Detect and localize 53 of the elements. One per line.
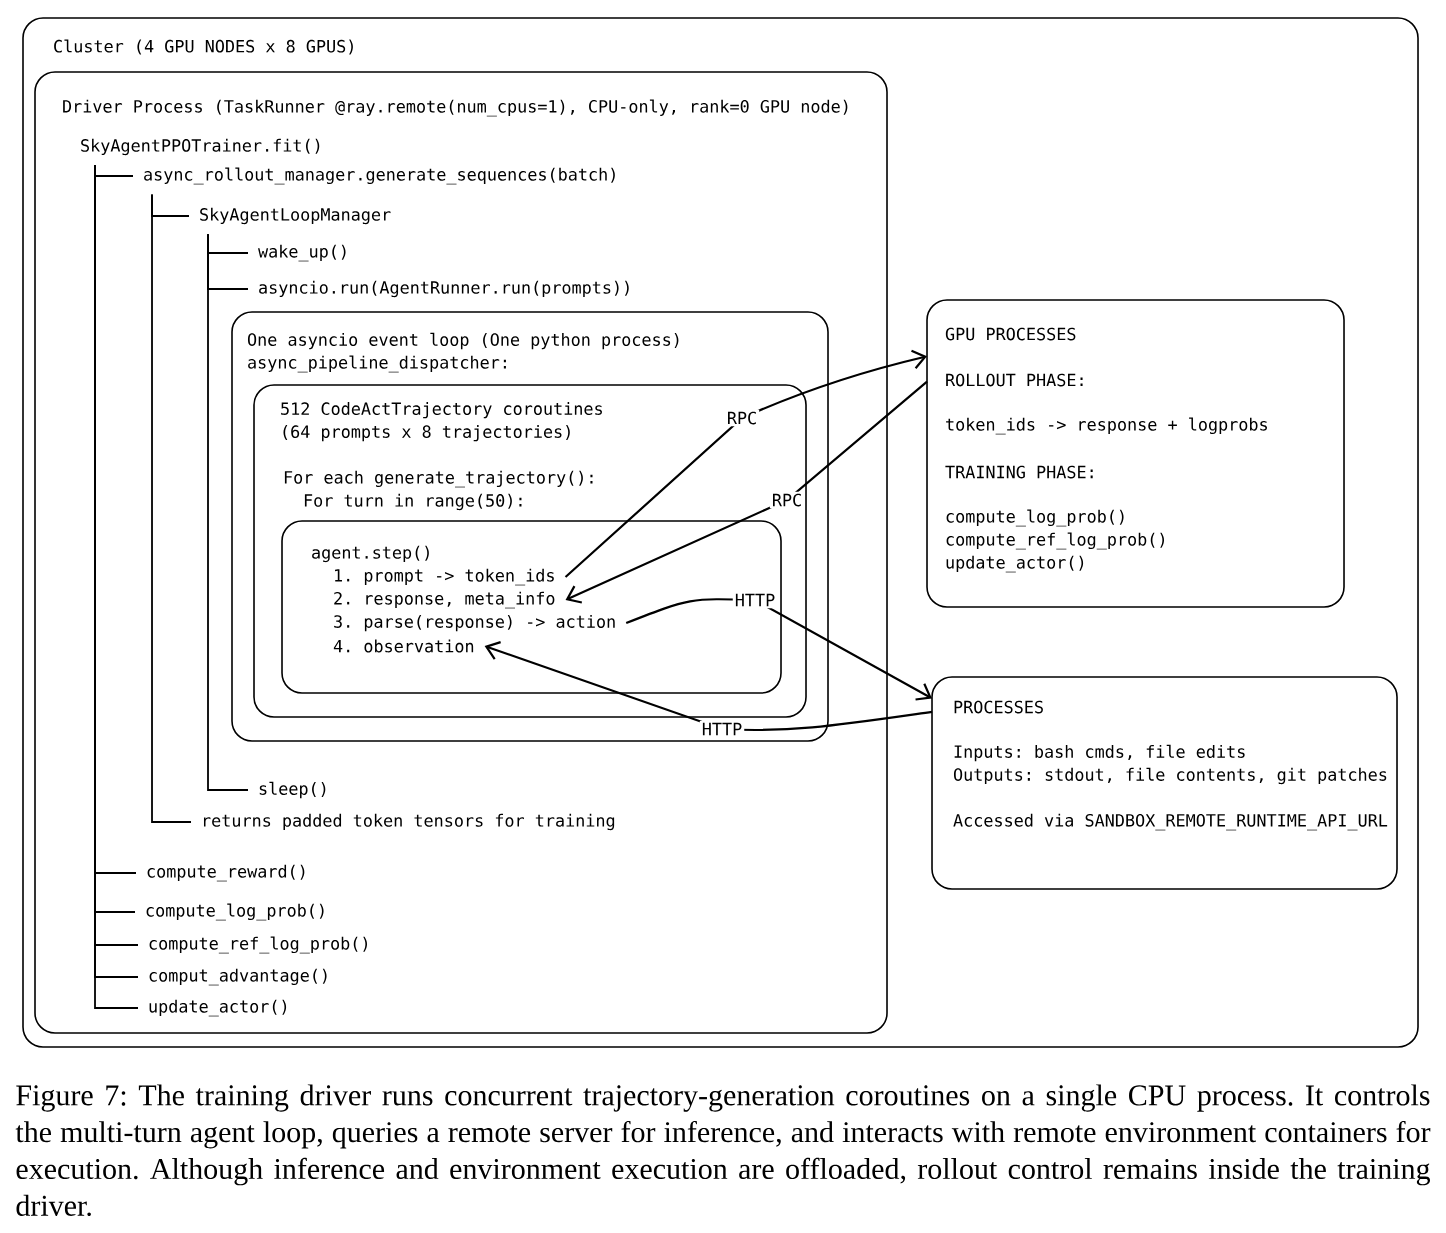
edge-label: RPC [769,491,805,509]
heading: PROCESSES [954,700,1043,714]
code-line: For turn in range(50): [304,493,522,511]
edge-label: HTTP [699,720,745,738]
step-item: 2. response, meta_info [334,591,555,609]
process-box [34,71,888,1034]
process-box [926,299,1345,608]
coroutine-box [253,384,807,718]
text-line: Inputs: bash cmds, file edits [954,744,1245,762]
code-line: token_ids -> response + logprobs [946,417,1267,435]
tree-item: compute_log_prob() [146,903,324,921]
step-box [281,520,782,694]
tree-item: SkyAgentPPOTrainer.fit() [81,138,320,156]
heading: One asyncio event loop (One python process) [248,332,679,350]
step-item: 4. observation [333,639,474,653]
tree-item: SkyAgentLoopManager [200,207,391,225]
tree-item: comput_advantage() [149,968,327,986]
step-item: 1. prompt -> token_ids [335,568,554,586]
edge-label: RPC [724,409,760,427]
note: 512 CodeActTrajectory coroutines (64 prompts x 8 trajectories) [281,402,602,442]
tree-connector [207,233,249,791]
edge-label: HTTP [732,591,778,609]
arrow [565,380,928,604]
subheading: ROLLOUT PHASE: [946,373,1083,387]
arrow [484,641,933,732]
code-line: agent.step() [312,545,429,563]
caption: Figure 7: The training driver runs concurrent trajectory-generation coroutines on a single CPU process. It controls the multi-turn agent loop, queries a remote server for inference, and interacts with remote environment containers for execution. Although inference and environment execution are offloaded, rollout control remains inside the training driver. [15,1084,1431,1217]
code-line: compute_log_prob() [946,509,1124,527]
process-box [931,676,1398,890]
code-line: For each generate_trajectory(): [284,470,593,488]
heading: Driver Process (TaskRunner @ray.remote(num_cpus=1), CPU-only, rank=0 GPU node) [63,99,848,117]
code-line: compute_ref_log_prob() [946,532,1164,550]
cluster-box [22,17,1419,1048]
tree-item: asyncio.run(AgentRunner.run(prompts)) [259,280,629,298]
text-line: Accessed via SANDBOX_REMOTE_RUNTIME_API_URL [953,813,1388,831]
tree-connector [151,193,192,823]
tree-item: returns padded token tensors for training [204,813,615,831]
arrow [625,598,932,701]
tree-item: async_rollout_manager.generate_sequences(batch) [144,167,615,185]
tree-item: wake_up() [258,244,346,262]
event-loop-box [231,311,829,742]
heading: Cluster (4 GPU NODES x 8 GPUS) [54,39,353,55]
arrow [564,349,927,578]
subheading: TRAINING PHASE: [945,465,1093,479]
code-line: update_actor() [946,555,1084,573]
step-item: 3. parse(response) -> action [334,614,615,632]
heading: GPU PROCESSES [945,327,1076,341]
code-line: async_pipeline_dispatcher: [248,355,506,373]
tree-item: update_actor() [149,999,287,1017]
tree-item: sleep() [259,781,326,799]
tree-item: compute_reward() [147,864,305,882]
tree-item: compute_ref_log_prob() [149,936,367,954]
text-line: Outputs: stdout, file contents, git patches [954,767,1387,785]
